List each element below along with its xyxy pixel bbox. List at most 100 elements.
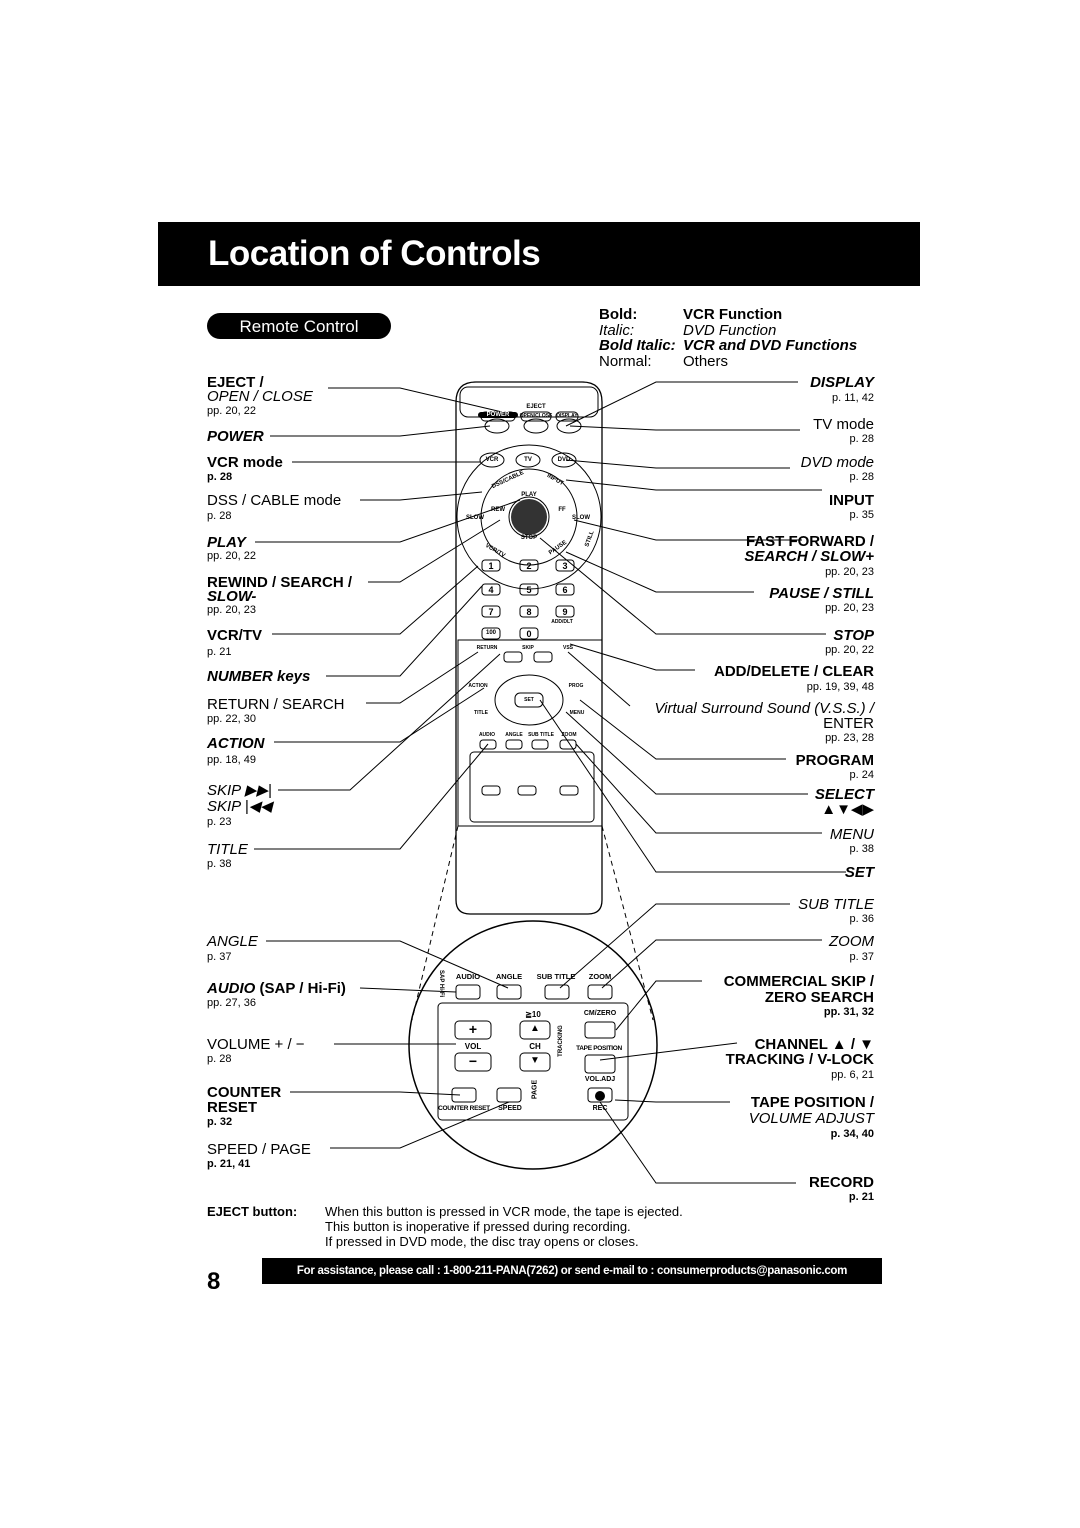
input-label: INPUT [829, 492, 874, 509]
remote-key-6[interactable]: 6 [562, 585, 568, 595]
remote-key-4[interactable]: 4 [488, 585, 494, 595]
mag-rec-label: REC [592, 1105, 608, 1112]
pause-page-ref: pp. 20, 23 [825, 602, 874, 614]
mag-vol-label: VOL [464, 1042, 482, 1051]
cm-page-ref: pp. 31, 32 [823, 1006, 874, 1018]
eject-note: EJECT button:When this button is pressed… [207, 1204, 683, 1249]
legend-value: VCR and DVD Functions [683, 337, 858, 354]
legend: Bold: VCR Function Italic: DVD Function Bo… [599, 307, 857, 369]
input-page-ref: p. 35 [849, 509, 874, 521]
volume-adjust-label: VOLUME ADJUST [748, 1110, 874, 1127]
remote-menu-label: MENU [569, 710, 585, 716]
zoom-page-ref: p. 37 [849, 951, 874, 963]
audio-label-group: AUDIO (SAP / Hi-Fi) [207, 980, 346, 997]
remote-key-1[interactable]: 1 [488, 561, 494, 571]
remote-return-label: RETURN [476, 645, 498, 651]
mag-page-label: PAGE [531, 1079, 539, 1100]
remote-key-3[interactable]: 3 [562, 561, 568, 571]
reset-label: RESET [207, 1099, 258, 1116]
remote-add-dlt-label: ADD/DLT [551, 619, 573, 625]
mag-voladj-label: VOL.ADJ [584, 1076, 616, 1083]
remote-eject-label: EJECT [526, 404, 546, 410]
legend-value: VCR Function [683, 306, 783, 323]
pause-still-label: PAUSE / STILL [769, 585, 874, 602]
enter-label: ENTER [823, 715, 874, 732]
ff-page-ref: pp. 20, 23 [825, 566, 874, 578]
remote-skip-label: SKIP [522, 645, 534, 651]
remote-slow-left-button[interactable]: SLOW [466, 515, 484, 521]
return-search-text: RETURN / SEARCH [207, 696, 345, 713]
remote-dvd-button[interactable]: DVD [557, 457, 571, 463]
vcr-tv-page-ref: p. 21 [207, 646, 232, 658]
remote-key-0[interactable]: 0 [526, 629, 532, 639]
remote-ff-button[interactable]: FF [558, 507, 566, 513]
mag-tracking-label: TRACKING [558, 1025, 564, 1057]
program-page-ref: p. 24 [849, 769, 874, 781]
remote-key-8[interactable]: 8 [526, 607, 532, 617]
remote-tv-button[interactable]: TV [524, 457, 532, 463]
vss-label: Virtual Surround Sound (V.S.S.) / [654, 700, 874, 717]
play-label: PLAY [207, 534, 246, 551]
open-close-label: OPEN / CLOSE [207, 388, 313, 405]
slow-minus-label: SLOW- [207, 588, 257, 605]
mag-vol-plus-button[interactable]: + [468, 1021, 478, 1037]
legend-key: Bold: [599, 306, 638, 323]
set-label: SET [844, 864, 874, 881]
remote-slow-right-button[interactable]: SLOW [572, 515, 590, 521]
ch-page-ref: pp. 6, 21 [831, 1069, 874, 1081]
legend-key: Bold Italic: [599, 337, 676, 354]
counter-page-ref: p. 32 [207, 1116, 233, 1128]
legend-value: DVD Function [683, 321, 777, 339]
audio-sap-label: (SAP / Hi-Fi) [259, 980, 346, 997]
subtitle-label: SUB TITLE [798, 896, 874, 913]
audio-label: AUDIO [207, 980, 256, 997]
select-arrows: ▲▼◀▶ [821, 801, 874, 818]
mag-ch-down-button[interactable]: ▼ [530, 1055, 540, 1066]
mag-audio-label: AUDIO [455, 972, 481, 981]
remote-set-button[interactable]: SET [524, 697, 534, 703]
rewind-label: REWIND / SEARCH / [207, 574, 353, 591]
mag-ch-up-button[interactable]: ▲ [530, 1023, 540, 1034]
legend-key: Italic: [599, 321, 635, 339]
remote-title-label: TITLE [474, 710, 488, 716]
title-label: TITLE [207, 841, 248, 858]
legend-row-normal: Normal:Others [599, 353, 857, 370]
record-label: RECORD [808, 1174, 874, 1191]
remote-play-button[interactable]: PLAY [521, 492, 537, 498]
remote-key-7[interactable]: 7 [488, 607, 494, 617]
eject-label: EJECT / [207, 374, 264, 391]
mag-vol-minus-button[interactable]: − [468, 1053, 478, 1069]
remote-key-5[interactable]: 5 [526, 585, 532, 595]
menu-page-ref: p. 38 [849, 843, 874, 855]
legend-row-bolditalic: Bold Italic: VCR and DVD Functions [599, 338, 857, 354]
page-title: Location of Controls [208, 234, 541, 273]
remote-rew-button[interactable]: REW [491, 507, 505, 513]
program-label: PROGRAM [795, 752, 874, 769]
add-delete-label: ADD/DELETE / CLEAR [713, 663, 874, 680]
remote-subtitle-small-label: SUB TITLE [528, 732, 554, 738]
remote-key-100[interactable]: 100 [485, 630, 496, 636]
remote-key-9[interactable]: 9 [562, 607, 568, 617]
angle-label: ANGLE [207, 933, 258, 950]
tv-mode-label: TV mode [813, 416, 874, 433]
channel-label: CHANNEL ▲ / ▼ [754, 1036, 874, 1053]
remote-outline [455, 381, 603, 915]
mag-ch-label: CH [529, 1042, 541, 1051]
action-page-ref: pp. 18, 49 [207, 754, 256, 766]
vcr-mode-page-ref: p. 28 [207, 471, 233, 483]
legend-row-italic: Italic: DVD Function [599, 321, 857, 339]
note-line-2: This button is inoperative if pressed du… [325, 1219, 631, 1234]
angle-page-ref: p. 37 [207, 951, 232, 963]
tape-position-label: TAPE POSITION / [750, 1094, 874, 1111]
remote-vcr-button[interactable]: VCR [485, 457, 499, 463]
remote-stop-button[interactable]: STOP [520, 535, 538, 541]
stop-page-ref: pp. 20, 22 [825, 644, 874, 656]
action-label: ACTION [207, 735, 265, 752]
remote-open-close-label: OPEN/CLOSE [519, 413, 553, 419]
remote-key-2[interactable]: 2 [526, 561, 532, 571]
remote-action-label: ACTION [468, 683, 488, 689]
subtitle-page-ref: p. 36 [849, 913, 874, 925]
mag-sap-label: SAP Hi-Fi [438, 970, 444, 998]
remote-power-button[interactable]: POWER [478, 412, 518, 418]
